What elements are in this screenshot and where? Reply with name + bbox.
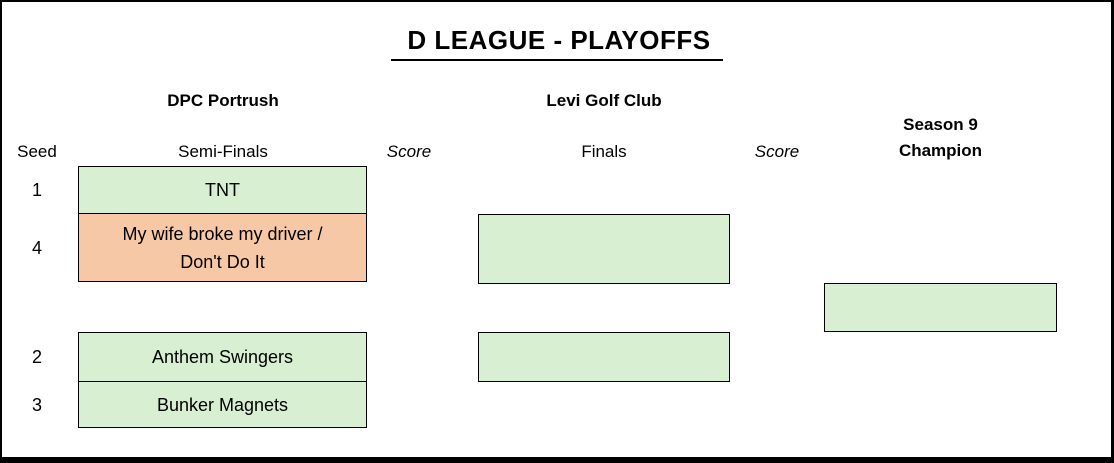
seed-number-4: 4	[31, 238, 42, 258]
team-box-bunker-magnets[interactable]: Bunker Magnets	[78, 381, 367, 428]
finals-slot-bottom[interactable]	[478, 332, 730, 382]
score-left-column-header: Score	[386, 142, 432, 161]
title-row: D LEAGUE - PLAYOFFS	[0, 25, 1114, 61]
final-venue-header: Levi Golf Club	[546, 91, 662, 110]
semifinal-match-2: Anthem Swingers Bunker Magnets	[78, 332, 367, 428]
seed-number-3: 3	[31, 395, 42, 415]
seed-column-header: Seed	[17, 142, 57, 161]
semifinals-column-header: Semi-Finals	[178, 142, 268, 161]
champion-header-line1: Season 9	[903, 115, 978, 134]
seed-number-2: 2	[31, 347, 42, 367]
score-right-column-header: Score	[754, 142, 800, 161]
champion-header-line2: Champion	[898, 141, 983, 160]
team-box-my-wife-broke-my-driver[interactable]: My wife broke my driver / Don't Do It	[78, 213, 367, 282]
semifinal-venue-header: DPC Portrush	[167, 91, 279, 110]
semifinal-match-1: TNT My wife broke my driver / Don't Do I…	[78, 166, 367, 282]
champion-slot[interactable]	[824, 283, 1057, 332]
champion-column-header: Season 9 Champion	[824, 112, 1057, 164]
seed-number-1: 1	[31, 180, 42, 200]
finals-column-header: Finals	[581, 142, 627, 161]
page-title: D LEAGUE - PLAYOFFS	[391, 25, 723, 61]
team-box-anthem-swingers[interactable]: Anthem Swingers	[78, 332, 367, 382]
finals-slot-top[interactable]	[478, 214, 730, 284]
team-box-tnt[interactable]: TNT	[78, 166, 367, 214]
